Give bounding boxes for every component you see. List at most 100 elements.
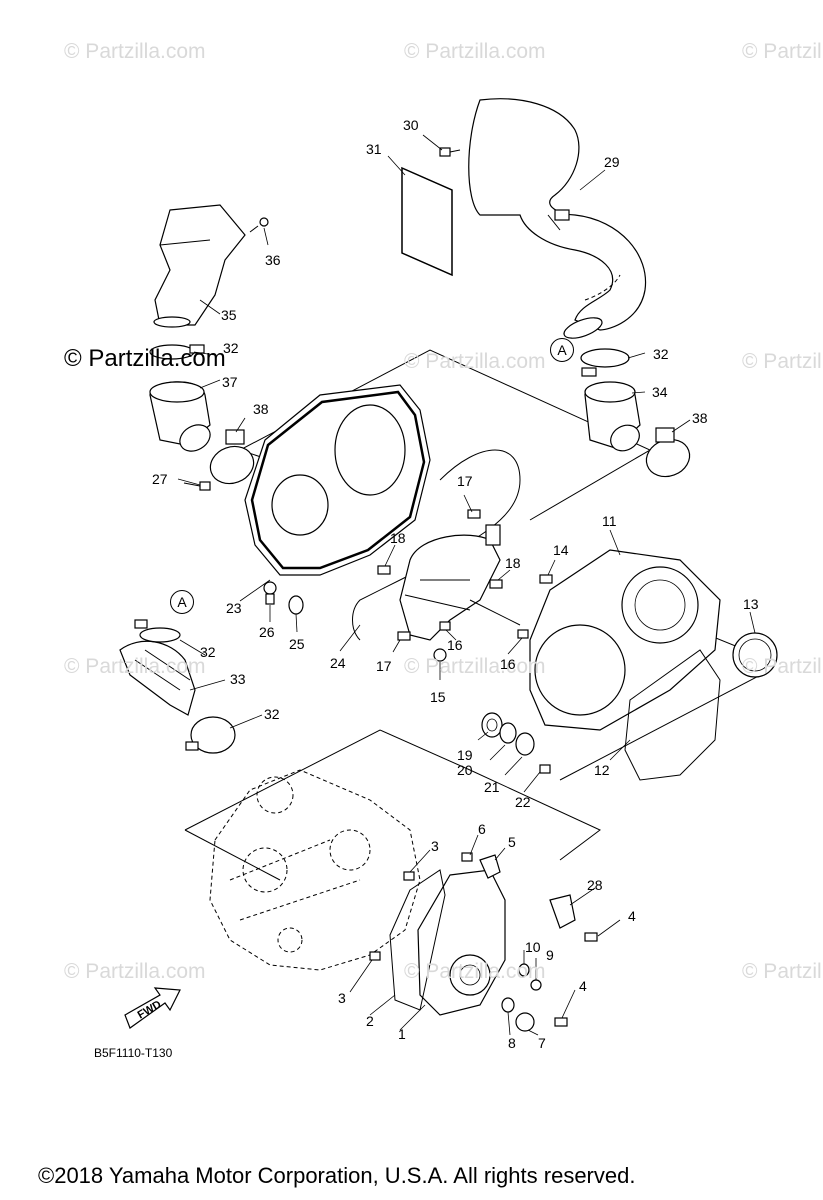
watermark: © Partzilla.com bbox=[742, 350, 823, 373]
part-26-grommet bbox=[263, 581, 277, 605]
watermark: © Partzilla.com bbox=[742, 655, 823, 678]
part-19-bearing bbox=[481, 712, 503, 738]
part-22-bolt bbox=[539, 764, 551, 774]
part-38-clamp-left bbox=[209, 429, 255, 485]
part-21-washer bbox=[515, 732, 535, 756]
callout-21: 21 bbox=[484, 779, 500, 795]
callout-20: 20 bbox=[457, 762, 473, 778]
part-20-seal bbox=[499, 722, 517, 744]
callout-32: 32 bbox=[264, 706, 280, 722]
callout-29: 29 bbox=[604, 154, 620, 170]
part-18-bolt bbox=[377, 565, 503, 589]
part-30-screw bbox=[439, 147, 461, 157]
callout-31: 31 bbox=[366, 141, 382, 157]
callout-14: 14 bbox=[553, 542, 569, 558]
part-36-screw bbox=[249, 217, 269, 233]
watermark: © Partzilla.com bbox=[64, 40, 206, 63]
watermark: © Partzilla.com bbox=[404, 655, 546, 678]
callout-16: 16 bbox=[447, 637, 463, 653]
callout-10: 10 bbox=[525, 939, 541, 955]
callout-34: 34 bbox=[652, 384, 668, 400]
part-25-collar bbox=[288, 595, 304, 615]
reference-mark-a: A bbox=[550, 338, 574, 362]
callout-36: 36 bbox=[265, 252, 281, 268]
callout-32: 32 bbox=[223, 340, 239, 356]
callout-17: 17 bbox=[376, 658, 392, 674]
callout-4: 4 bbox=[579, 978, 587, 994]
callout-32: 32 bbox=[200, 644, 216, 660]
part-32-clamp-left bbox=[149, 344, 205, 360]
callout-5: 5 bbox=[508, 834, 516, 850]
callout-16: 16 bbox=[500, 656, 516, 672]
watermark: © Partzilla.com bbox=[404, 350, 546, 373]
callout-15: 15 bbox=[430, 689, 446, 705]
part-32-clamp-left-mid bbox=[134, 619, 181, 643]
leader-lines bbox=[177, 134, 756, 1036]
callout-32: 32 bbox=[653, 346, 669, 362]
callout-23: 23 bbox=[226, 600, 242, 616]
callout-12: 12 bbox=[594, 762, 610, 778]
callout-18: 18 bbox=[505, 555, 521, 571]
part-15-bracket bbox=[399, 524, 521, 662]
callout-27: 27 bbox=[152, 471, 168, 487]
part-3-dowel bbox=[369, 871, 415, 961]
callout-2: 2 bbox=[366, 1013, 374, 1029]
watermark: © Partzilla.com bbox=[64, 655, 206, 678]
callout-3: 3 bbox=[431, 838, 439, 854]
reference-mark-a: A bbox=[170, 590, 194, 614]
engine-crankcase bbox=[209, 769, 421, 971]
part-12-gasket bbox=[624, 649, 721, 781]
callout-38: 38 bbox=[692, 410, 708, 426]
callout-9: 9 bbox=[546, 947, 554, 963]
part-11-outer-cover bbox=[529, 549, 721, 731]
part-27-bolt bbox=[183, 481, 211, 491]
callout-22: 22 bbox=[515, 794, 531, 810]
part-33-duct bbox=[119, 640, 196, 716]
callout-11: 11 bbox=[602, 513, 617, 529]
part-6-bolt bbox=[461, 852, 473, 862]
callout-17: 17 bbox=[457, 473, 473, 489]
part-17-bolt bbox=[397, 509, 481, 641]
fwd-arrow-icon bbox=[124, 987, 181, 1029]
watermark-dark: © Partzilla.com bbox=[64, 345, 226, 372]
part-5-clamp bbox=[479, 854, 501, 879]
callout-18: 18 bbox=[390, 530, 406, 546]
callout-28: 28 bbox=[587, 877, 603, 893]
assembly-outline-lower bbox=[184, 729, 601, 881]
part-8-o-ring bbox=[501, 997, 515, 1013]
watermark: © Partzilla.com bbox=[64, 960, 206, 983]
callout-25: 25 bbox=[289, 636, 305, 652]
part-37-boot bbox=[149, 381, 211, 452]
part-16-dowel bbox=[439, 621, 529, 639]
part-31-filter-plate bbox=[401, 166, 453, 277]
part-29-air-duct bbox=[468, 98, 647, 339]
part-35-intake-duct bbox=[153, 204, 246, 328]
part-32-clamp-right bbox=[580, 348, 630, 377]
part-38-clamp-right bbox=[645, 427, 691, 478]
part-23-inner-cover bbox=[244, 384, 431, 576]
part-7-plug bbox=[515, 1012, 535, 1032]
callout-26: 26 bbox=[259, 624, 275, 640]
callout-38: 38 bbox=[253, 401, 269, 417]
callout-8: 8 bbox=[508, 1035, 516, 1051]
callout-1: 1 bbox=[398, 1026, 406, 1042]
callout-37: 37 bbox=[222, 374, 238, 390]
watermark: © Partzilla.com bbox=[404, 960, 546, 983]
watermark: © Partzilla.com bbox=[404, 40, 546, 63]
watermark: © Partzilla.com bbox=[742, 960, 823, 983]
callout-4: 4 bbox=[628, 908, 636, 924]
diagram-code: B5F1110-T130 bbox=[94, 1046, 173, 1060]
callout-24: 24 bbox=[330, 655, 346, 671]
callout-7: 7 bbox=[538, 1035, 546, 1051]
callout-35: 35 bbox=[221, 307, 237, 323]
watermark: © Partzilla.com bbox=[742, 40, 823, 63]
part-1-stator-cover bbox=[417, 869, 506, 1016]
diagram-drawing bbox=[119, 98, 778, 1036]
callout-13: 13 bbox=[743, 596, 759, 612]
part-24-gasket-wire bbox=[352, 449, 521, 641]
part-4-bolt bbox=[554, 932, 598, 1027]
part-34-boot bbox=[584, 381, 641, 452]
callout-30: 30 bbox=[403, 117, 419, 133]
part-28-bracket bbox=[549, 894, 576, 929]
